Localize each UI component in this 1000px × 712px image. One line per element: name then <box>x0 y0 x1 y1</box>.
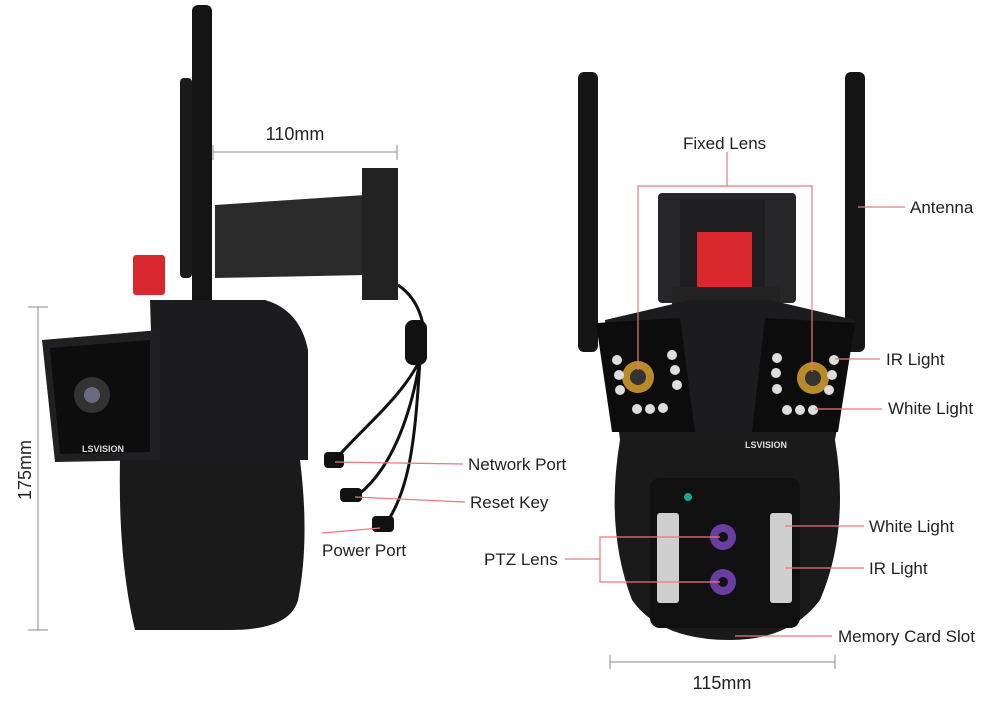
dimension-width-front-label: 115mm <box>693 673 752 693</box>
red-beacon <box>133 255 165 295</box>
label-network-port: Network Port <box>468 455 567 474</box>
leader-reset-key <box>354 496 466 503</box>
leader-network-port <box>334 461 464 465</box>
antenna-back <box>180 78 192 278</box>
dimension-height-label: 175mm <box>15 440 35 500</box>
red-beacon-front <box>697 232 752 287</box>
camera-body <box>119 460 305 630</box>
label-ir-light-top: IR Light <box>886 350 945 369</box>
led-array-top <box>612 350 839 415</box>
cable-reset <box>357 359 422 497</box>
leader-fixed-lens-right <box>727 185 813 372</box>
power-port-connector <box>372 516 394 532</box>
camera-head <box>150 300 308 460</box>
side-view-camera: LSVISION <box>42 5 427 630</box>
label-reset-key: Reset Key <box>470 493 549 512</box>
label-memory-card-slot: Memory Card Slot <box>838 627 975 646</box>
wall-bracket <box>215 170 398 300</box>
label-white-light-top: White Light <box>888 399 973 418</box>
brand-logo: LSVISION <box>82 444 124 454</box>
antenna-right <box>845 72 865 352</box>
brand-logo-front: LSVISION <box>745 440 787 450</box>
label-ir-light-bottom: IR Light <box>869 559 928 578</box>
antenna-front <box>192 5 212 357</box>
ptz-led-strip-left <box>657 513 679 603</box>
front-view-camera: LSVISION <box>578 72 865 640</box>
cable-power <box>383 359 422 526</box>
leader-fixed-lens-left <box>637 152 728 370</box>
label-power-port: Power Port <box>322 541 406 560</box>
dimension-height: 175mm <box>15 306 48 631</box>
dimension-width-side-label: 110mm <box>266 124 325 144</box>
ptz-face <box>650 478 800 628</box>
ptz-led-strip-right <box>770 513 792 603</box>
label-antenna: Antenna <box>910 198 974 217</box>
status-led <box>684 493 692 501</box>
leader-power-port <box>321 527 381 534</box>
label-white-light-bottom: White Light <box>869 517 954 536</box>
network-port-connector <box>324 452 344 468</box>
antenna-left <box>578 72 598 352</box>
cable-network <box>333 283 426 461</box>
label-fixed-lens: Fixed Lens <box>683 134 766 153</box>
leader-ptz-lens-bracket <box>599 536 720 583</box>
label-ptz-lens: PTZ Lens <box>484 550 558 569</box>
dimension-width-side: 110mm <box>212 124 398 160</box>
dimension-width-front: 115mm <box>609 655 836 693</box>
reset-key-connector <box>340 488 362 502</box>
cable-splitter <box>405 320 427 365</box>
